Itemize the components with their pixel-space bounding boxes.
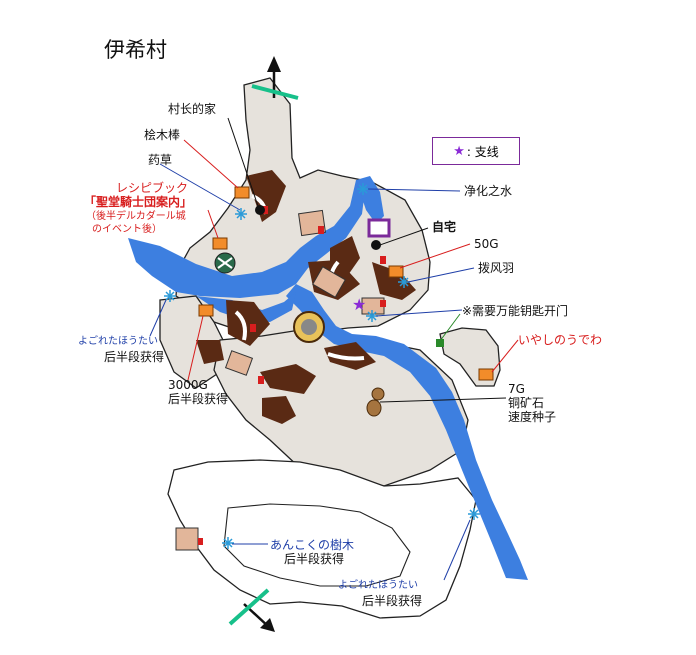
label-speed-seed: 速度种子 [508, 410, 557, 424]
svg-text:★: ★ [352, 295, 366, 314]
south-hill [223, 503, 411, 587]
label-recipe-note-1: （後半デルカダール城 [86, 211, 186, 222]
river-west [128, 180, 366, 298]
label-purify-water: 净化之水 [464, 184, 513, 198]
label-cypress-stick: 桧木棒 [144, 128, 181, 142]
map-title: 伊希村 [104, 38, 167, 62]
label-healing-bracelet: いやしのうでわ [518, 333, 603, 347]
label-home: 自宅 [432, 220, 457, 234]
label-later-get-1: 后半段获得 [104, 350, 165, 364]
label-herb: 药草 [148, 153, 173, 167]
label-bird-feather: 拨风羽 [478, 261, 515, 275]
label-recipe-book: レシピブック [116, 181, 189, 195]
label-gold-7: 7G [508, 382, 525, 396]
legend-box: ★ : 支线 [432, 137, 520, 165]
label-need-key: ※需要万能钥匙开门 [462, 304, 569, 318]
treasure-chests [198, 186, 494, 381]
label-gold-3000: 3000G [168, 378, 208, 392]
label-later-get-3: 后半段获得 [284, 552, 345, 566]
legend-text: : 支线 [466, 144, 499, 159]
label-dark-tree: あんこくの樹木 [270, 538, 355, 552]
label-gold-50: 50G [474, 237, 499, 251]
label-dirty-bandage-1: よごれたほうたい [78, 336, 158, 347]
label-village-chief-house: 村长的家 [168, 102, 217, 116]
label-recipe-note-2: のイベント後） [92, 224, 162, 235]
label-later-get-2: 后半段获得 [168, 392, 229, 406]
label-later-get-4: 后半段获得 [362, 594, 423, 608]
side-quest-star-icon: ★ [453, 143, 465, 159]
label-recipe-book-name: 「聖堂騎士団案内」 [84, 195, 193, 209]
leader-lines [149, 117, 519, 581]
label-dirty-bandage-2: よごれたほうたい [338, 580, 418, 591]
label-copper-ore: 铜矿石 [508, 396, 545, 410]
